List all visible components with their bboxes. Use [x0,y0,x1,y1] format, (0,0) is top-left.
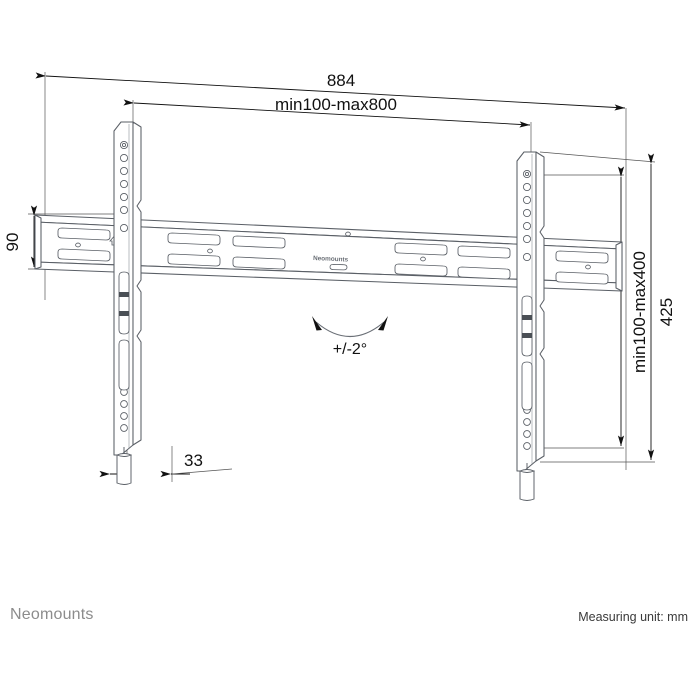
rail-slots-lower [57,248,609,285]
ext-line-425-top [539,151,656,163]
dim-label-425: 425 [657,298,676,326]
bracket-left-slot-upper [118,271,130,335]
bracket-left-pin [115,447,133,485]
dimension-labels: 884 min100-max800 90 425 min100-max400 3… [3,71,676,470]
dim-label-width-range: min100-max800 [275,95,397,114]
dimension-lines [28,72,656,482]
dim-label-90: 90 [3,233,22,252]
bracket-right-slot-upper [521,295,533,357]
tilt-angle-label: +/-2° [333,341,367,358]
bracket-right-holes [521,169,533,450]
rail-brand-label: Neomounts [313,255,349,264]
rail-slots-upper [57,227,609,264]
bracket-left-slot-lower [118,339,130,391]
dim-label-33: 33 [184,451,203,470]
bracket-left-side [132,121,142,446]
dim-label-height-range: min100-max400 [630,251,649,373]
rail-left-cap [34,214,42,270]
bracket-right-pin [518,463,536,501]
bracket-right-slot-lower [521,361,533,411]
dim-line-width-range [123,99,531,128]
footer-brand: Neomounts [10,606,94,623]
rail-right-cap [615,241,623,292]
rail-brand-slot [329,263,348,271]
dim-label-884: 884 [327,71,355,90]
bracket-right-side [535,151,545,462]
tilt-arc-icon [312,316,388,338]
bracket-left-holes [118,140,130,432]
dim-leader-33 [171,468,233,475]
footer-unit-note: Measuring unit: mm [578,610,688,624]
